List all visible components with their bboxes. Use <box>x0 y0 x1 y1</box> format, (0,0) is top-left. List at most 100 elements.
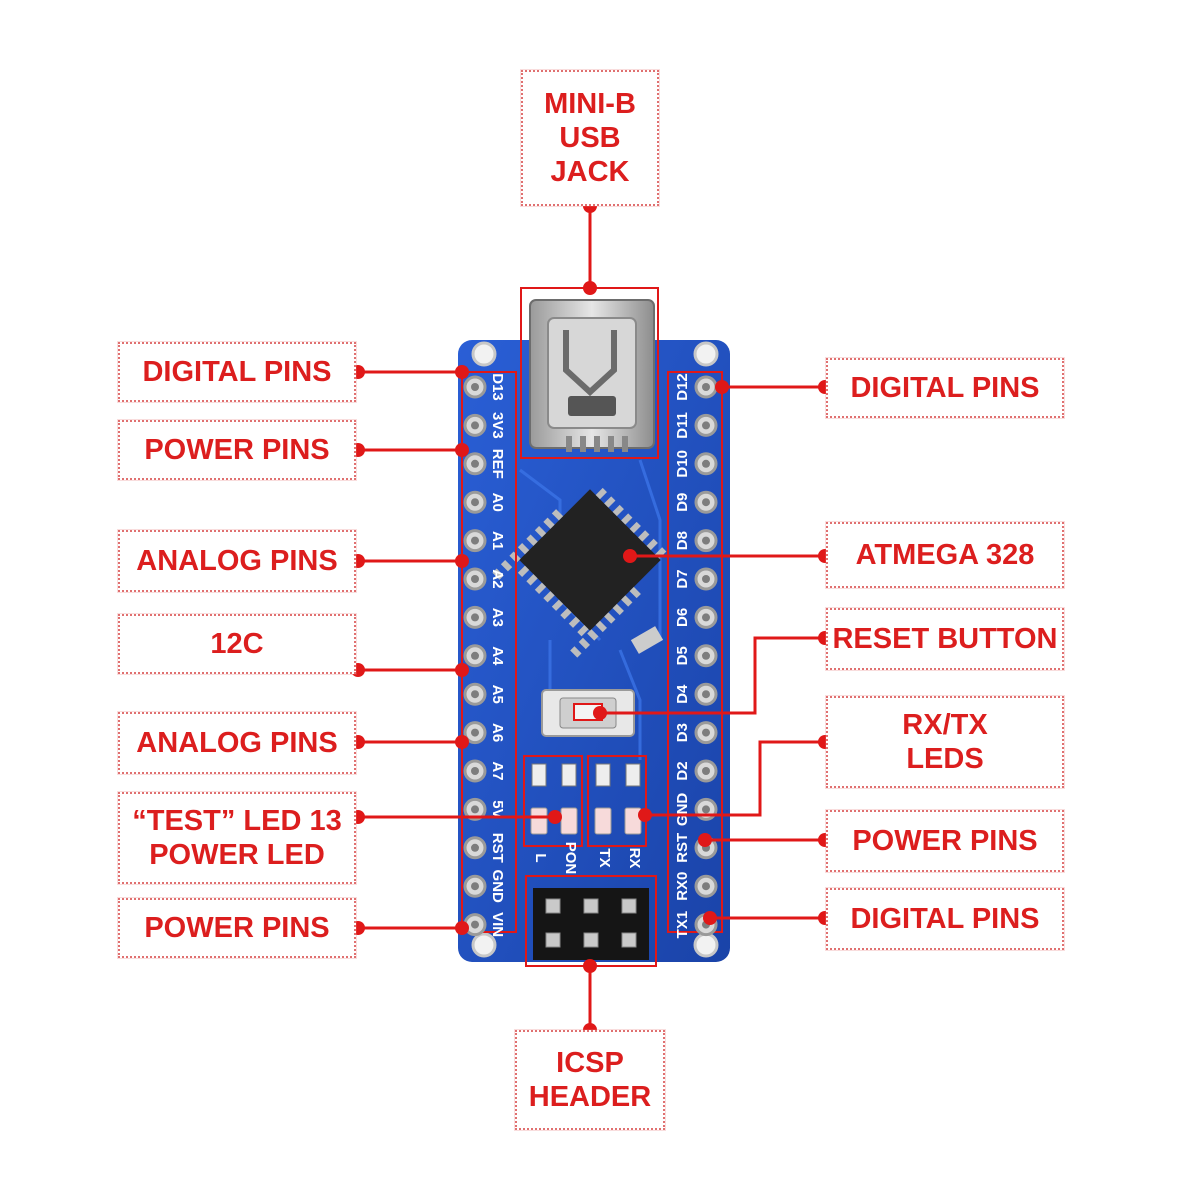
label-icsp-header: ICSP HEADER <box>515 1030 665 1130</box>
left-pin-label: GND <box>489 870 506 904</box>
icsp-pin <box>583 898 599 914</box>
icsp-pin <box>621 932 637 948</box>
header-pin-hole <box>702 613 710 622</box>
led-label: RX <box>626 848 643 869</box>
label-icsp-header-text: ICSP HEADER <box>528 1047 652 1113</box>
right-pin-label: D11 <box>674 412 691 439</box>
smd-resistor <box>531 763 547 787</box>
label-power-pins-left-1: POWER PINS <box>118 420 356 480</box>
header-pin-hole <box>471 498 479 507</box>
label-digital-pins-left: DIGITAL PINS <box>118 342 356 402</box>
header-pin-hole <box>471 805 479 814</box>
leader-dot <box>715 380 729 394</box>
header-pin-hole <box>471 613 479 622</box>
left-pin-label: A2 <box>489 569 506 588</box>
smd-led <box>530 807 548 835</box>
chip-leg <box>621 595 633 607</box>
header-pin-hole <box>471 421 479 430</box>
header-pin-hole <box>471 575 479 583</box>
smd-resistor <box>625 763 641 787</box>
right-pin-label: D2 <box>674 761 691 780</box>
label-digital-pins-right-1: DIGITAL PINS <box>826 358 1064 418</box>
leader-dot <box>455 663 469 677</box>
leader-dot <box>593 706 607 720</box>
header-pin-hole <box>702 575 710 583</box>
right-pin-label: D3 <box>674 723 691 742</box>
right-pin-label: D9 <box>674 493 691 512</box>
right-pin-label: D7 <box>674 569 691 588</box>
label-power-pins-left-2-text: POWER PINS <box>144 912 330 944</box>
smd-resistor <box>595 763 611 787</box>
left-pin-label: REF <box>489 449 506 479</box>
label-test-led-text: “TEST” LED 13 POWER LED <box>132 805 342 871</box>
header-pin-hole <box>471 459 479 468</box>
chip-leg <box>604 612 616 624</box>
leader-dot <box>623 549 637 563</box>
mount-hole <box>693 341 719 367</box>
right-pin-label: D4 <box>674 684 691 704</box>
leader-dot <box>455 735 469 749</box>
header-pin-hole <box>471 882 479 891</box>
chip-leg <box>526 574 538 586</box>
label-usb-jack: MINI-B USB JACK <box>521 70 659 206</box>
leader-reset <box>600 636 825 715</box>
label-digital-pins-right-2-text: DIGITAL PINS <box>850 903 1040 935</box>
label-reset-button: RESET BUTTON <box>826 608 1064 670</box>
right-pin-label: RST <box>674 833 691 863</box>
leader-dot <box>703 911 717 925</box>
left-pin-label: A5 <box>489 685 506 704</box>
chip-leg <box>534 526 547 538</box>
header-pin-hole <box>702 728 710 737</box>
leader-dot <box>455 365 469 379</box>
icsp-pin <box>545 932 561 948</box>
header-pin-hole <box>702 383 710 391</box>
leader-dot <box>548 810 562 824</box>
right-pin-label: D5 <box>674 646 691 665</box>
chip-leg <box>551 509 564 521</box>
pin-strip-outline <box>667 371 723 933</box>
chip-leg <box>543 591 555 603</box>
pcb-board <box>458 340 730 962</box>
header-pin-hole <box>702 882 710 891</box>
leader-dot <box>455 443 469 457</box>
smd-resistor <box>561 763 577 787</box>
label-rxtx-leds: RX/TX LEDS <box>826 696 1064 788</box>
chip-leg <box>629 586 641 599</box>
chip-leg <box>500 560 513 572</box>
atmega-chip <box>492 487 667 658</box>
label-power-pins-right-text: POWER PINS <box>852 825 1038 857</box>
header-pin-hole <box>471 536 479 545</box>
leader-dot <box>583 281 597 295</box>
smd-led <box>624 807 642 835</box>
header-pin-hole <box>702 767 710 775</box>
led-label: PON <box>562 842 579 875</box>
mount-hole <box>693 932 719 958</box>
reset-button[interactable] <box>541 689 635 737</box>
header-pin-hole <box>702 498 710 507</box>
chip-leg <box>612 504 624 517</box>
header-pin-hole <box>702 651 710 660</box>
left-pin-label: D13 <box>489 373 506 401</box>
leader-dot <box>455 554 469 568</box>
left-pin-label: 3V3 <box>489 412 506 439</box>
header-pin-hole <box>471 767 479 775</box>
chip-leg <box>629 521 641 534</box>
right-pin-label: D6 <box>674 608 691 627</box>
chip-leg <box>543 517 555 529</box>
label-atmega: ATMEGA 328 <box>826 522 1064 588</box>
right-pin-label: TX1 <box>674 911 691 939</box>
chip-leg <box>604 496 616 508</box>
label-reset-button-text: RESET BUTTON <box>832 623 1058 655</box>
left-pin-label: A4 <box>489 646 506 666</box>
header-pin-hole <box>471 920 479 929</box>
leader-dot <box>698 833 712 847</box>
chip-leg <box>517 543 530 555</box>
leader-dot <box>583 959 597 973</box>
right-pin-label: RX0 <box>674 872 691 901</box>
label-rxtx-leds-text: RX/TX LEDS <box>902 709 988 775</box>
header-pin-hole <box>702 536 710 545</box>
label-digital-pins-right-1-text: DIGITAL PINS <box>850 372 1040 404</box>
header-pin-hole <box>702 459 710 468</box>
